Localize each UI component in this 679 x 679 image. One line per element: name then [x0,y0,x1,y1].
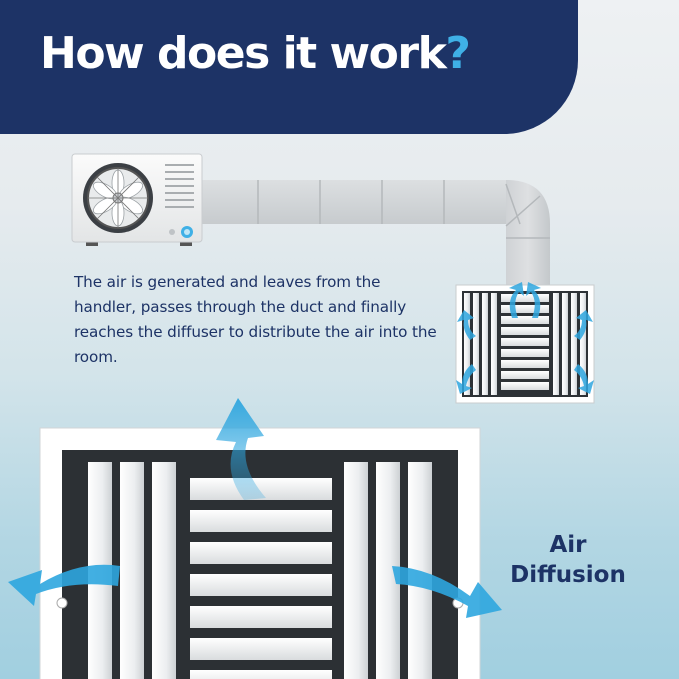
small-diffuser-icon [455,282,595,404]
air-diffusion-label: Air Diffusion [500,530,636,590]
large-diffuser-icon [39,427,481,679]
air-handler-icon [71,153,203,246]
air-diffusion-line2: Diffusion [510,562,626,588]
question-mark: ? [445,28,471,79]
fan-icon [83,163,153,233]
duct-icon [196,180,550,285]
page-title: How does it work? [40,28,471,79]
airflow-arrow-icon [456,282,594,394]
header-banner [0,0,578,134]
airflow-arrow-icon [8,398,502,618]
description-text: The air is generated and leaves from the… [74,273,437,366]
page-title-text: How does it work [40,28,447,79]
air-diffusion-line1: Air [549,532,587,558]
